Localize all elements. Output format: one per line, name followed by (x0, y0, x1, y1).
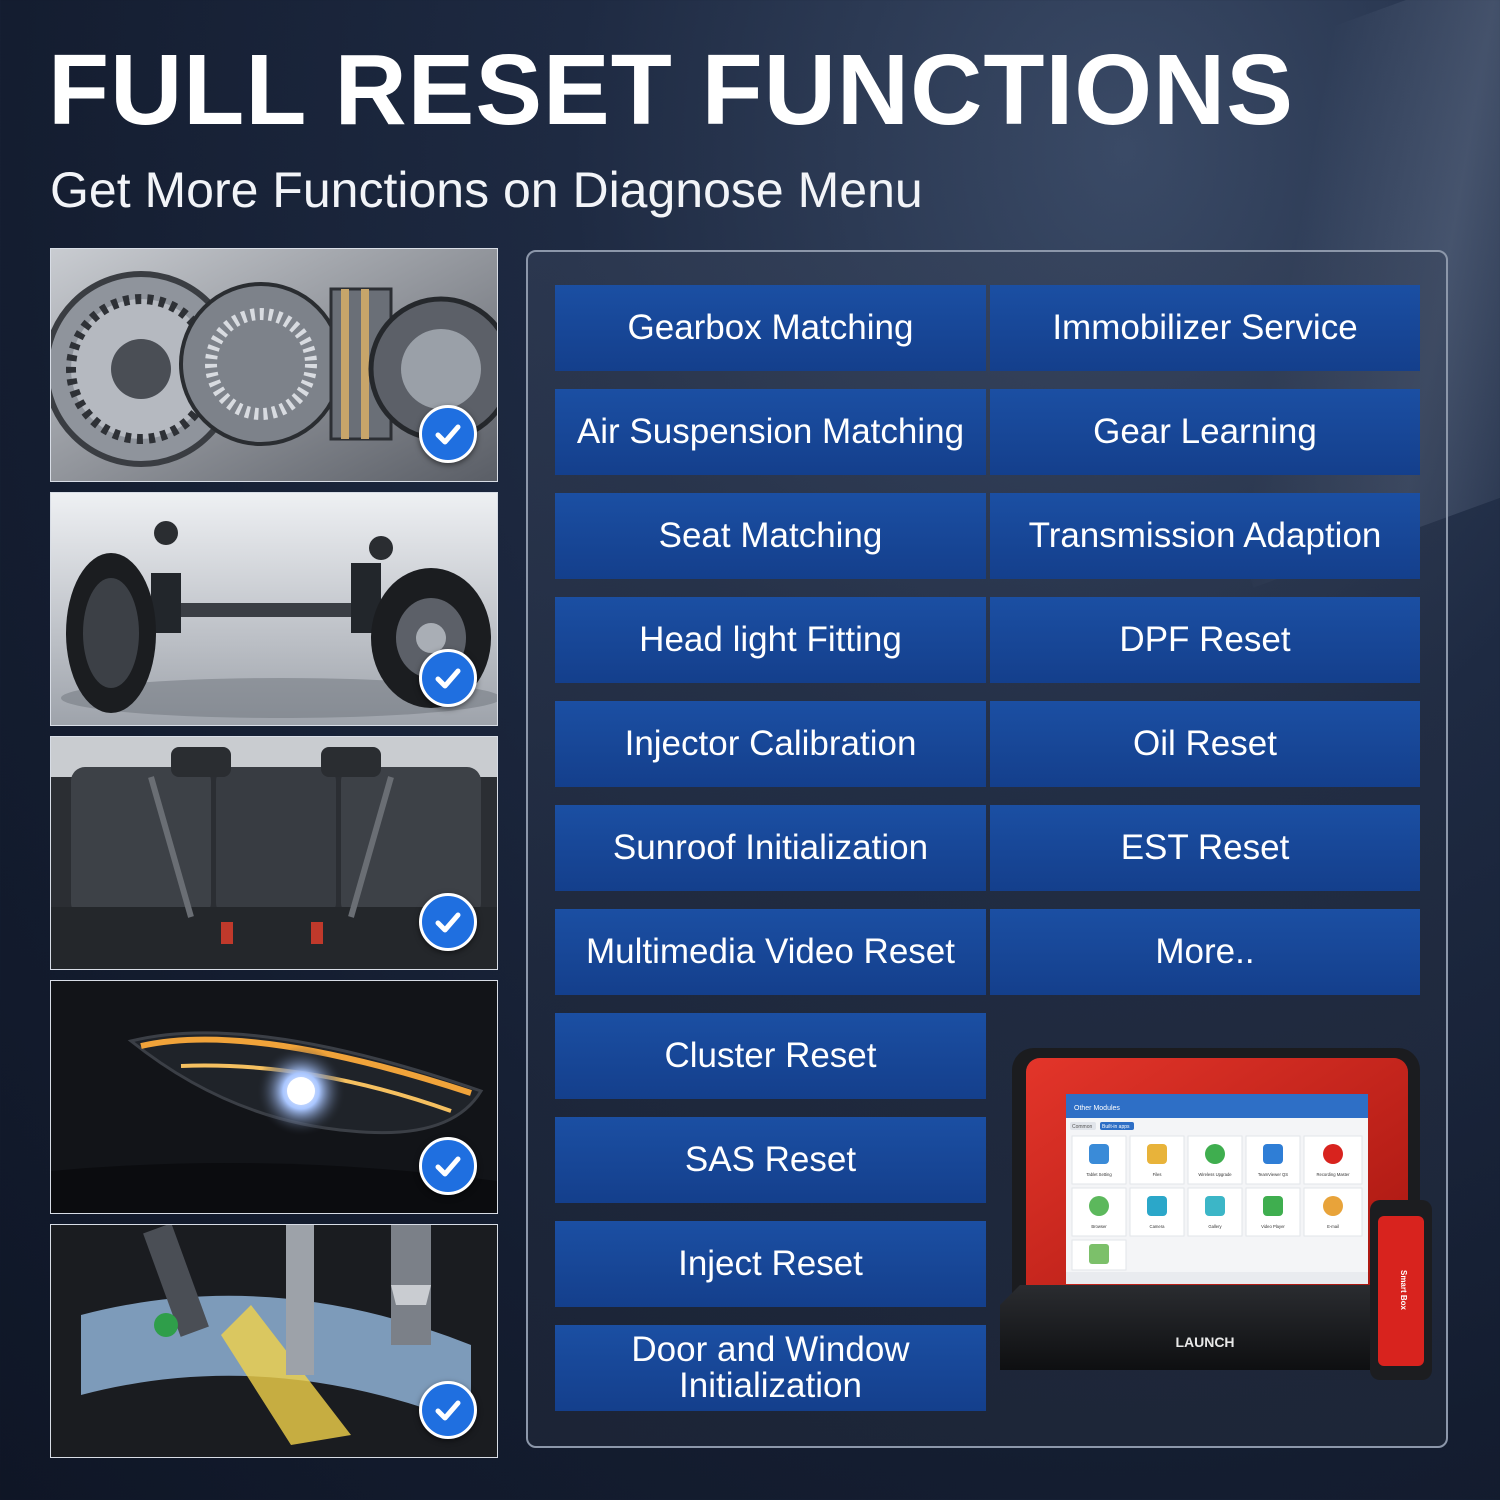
function-cell[interactable]: EST Reset (990, 805, 1420, 891)
function-cell[interactable]: Immobilizer Service (990, 285, 1420, 371)
checkmark-icon (419, 1381, 477, 1439)
checkmark-icon (419, 405, 477, 463)
device-brand-label: LAUNCH (1175, 1334, 1234, 1350)
app-label: Browser (1091, 1224, 1107, 1229)
function-cell[interactable]: Oil Reset (990, 701, 1420, 787)
app-label: Video Player (1261, 1224, 1285, 1229)
app-label: Tablet Setting (1086, 1172, 1112, 1177)
gearbox-photo (50, 248, 498, 482)
dongle-label: Smart Box (1399, 1270, 1408, 1311)
app-label: Wireless Upgrade (1198, 1172, 1232, 1177)
app-label: Recording Master (1316, 1172, 1350, 1177)
injector-photo (50, 1224, 498, 1458)
function-cell[interactable]: Door and Window Initialization (555, 1325, 986, 1411)
page-title: FULL RESET FUNCTIONS (48, 34, 1294, 146)
function-cell[interactable]: Air Suspension Matching (555, 389, 986, 475)
checkmark-icon (419, 1137, 477, 1195)
function-cell[interactable]: Multimedia Video Reset (555, 909, 986, 995)
device-screen-title: Other Modules (1074, 1105, 1120, 1112)
function-cell[interactable]: Cluster Reset (555, 1013, 986, 1099)
checkmark-icon (419, 649, 477, 707)
more-functions-cell[interactable]: More.. (990, 909, 1420, 995)
device-tab-common: Common (1072, 1124, 1093, 1130)
function-cell[interactable]: Sunroof Initialization (555, 805, 986, 891)
photo-column (50, 248, 498, 1468)
device-tab-builtin: Built-in apps (1102, 1124, 1130, 1130)
car-seat-photo (50, 736, 498, 970)
function-cell[interactable]: Gear Learning (990, 389, 1420, 475)
app-label: Camera (1150, 1224, 1166, 1229)
function-cell[interactable]: Seat Matching (555, 493, 986, 579)
app-label: Gallery (1208, 1224, 1222, 1229)
launch-tablet-device: Other Modules Common Built-in apps Table… (1000, 1040, 1440, 1440)
suspension-photo (50, 492, 498, 726)
headlight-photo (50, 980, 498, 1214)
checkmark-icon (419, 893, 477, 951)
function-cell[interactable]: Gearbox Matching (555, 285, 986, 371)
function-cell[interactable]: DPF Reset (990, 597, 1420, 683)
function-cell[interactable]: Transmission Adaption (990, 493, 1420, 579)
app-label: TeamViewer QS (1258, 1172, 1288, 1177)
function-cell[interactable]: Injector Calibration (555, 701, 986, 787)
app-label: E-mail (1327, 1224, 1339, 1229)
app-label: Files (1153, 1172, 1162, 1177)
function-cell[interactable]: SAS Reset (555, 1117, 986, 1203)
function-cell[interactable]: Head light Fitting (555, 597, 986, 683)
page-subtitle: Get More Functions on Diagnose Menu (50, 162, 923, 218)
function-cell[interactable]: Inject Reset (555, 1221, 986, 1307)
